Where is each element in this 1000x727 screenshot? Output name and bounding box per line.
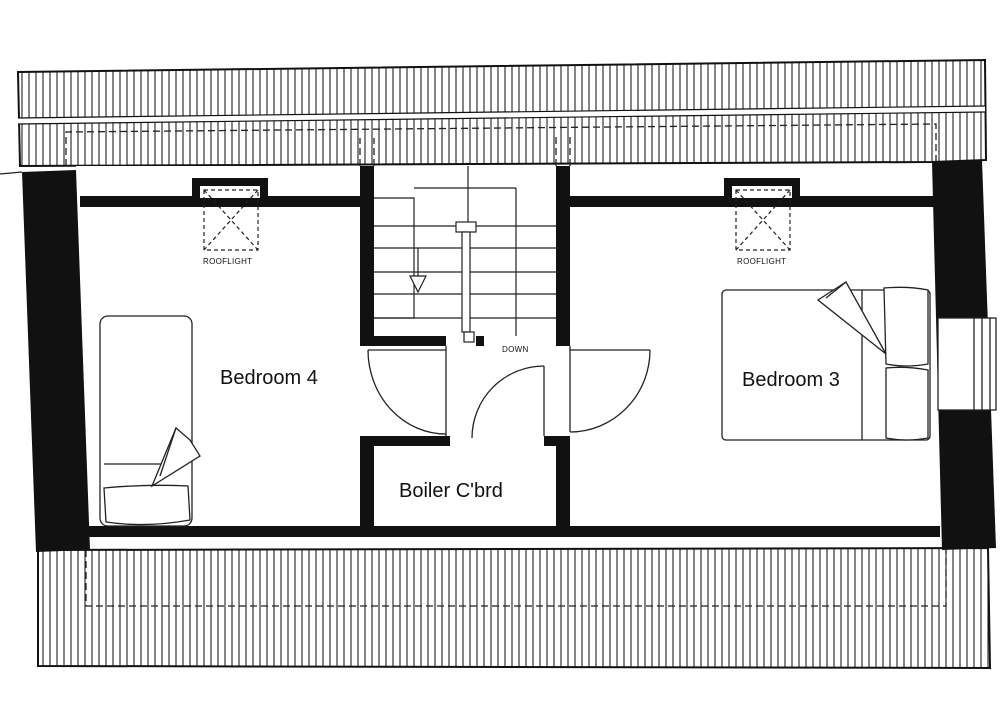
eaves-dashed-lines bbox=[65, 123, 947, 607]
rooflight-right-label: ROOFLIGHT bbox=[737, 257, 786, 266]
internal-walls bbox=[360, 166, 570, 534]
single-bed bbox=[99, 315, 201, 527]
double-bed bbox=[721, 281, 931, 441]
stairs-down-label: DOWN bbox=[502, 345, 529, 354]
window-right bbox=[937, 317, 997, 411]
rooflight-right bbox=[735, 189, 791, 251]
rooflight-left-label: ROOFLIGHT bbox=[203, 257, 252, 266]
staircase bbox=[374, 166, 556, 343]
roof-tiles-bottom bbox=[37, 546, 992, 670]
section-mark bbox=[0, 171, 23, 175]
room-label-boiler-cupboard: Boiler C'brd bbox=[399, 480, 503, 502]
rooflight-left bbox=[203, 189, 259, 251]
room-label-bedroom-3: Bedroom 3 bbox=[742, 369, 840, 391]
roof-tiles-top bbox=[16, 58, 988, 168]
door-swings bbox=[367, 346, 651, 439]
rooflight-openings bbox=[200, 186, 792, 198]
room-label-bedroom-4: Bedroom 4 bbox=[220, 367, 318, 389]
